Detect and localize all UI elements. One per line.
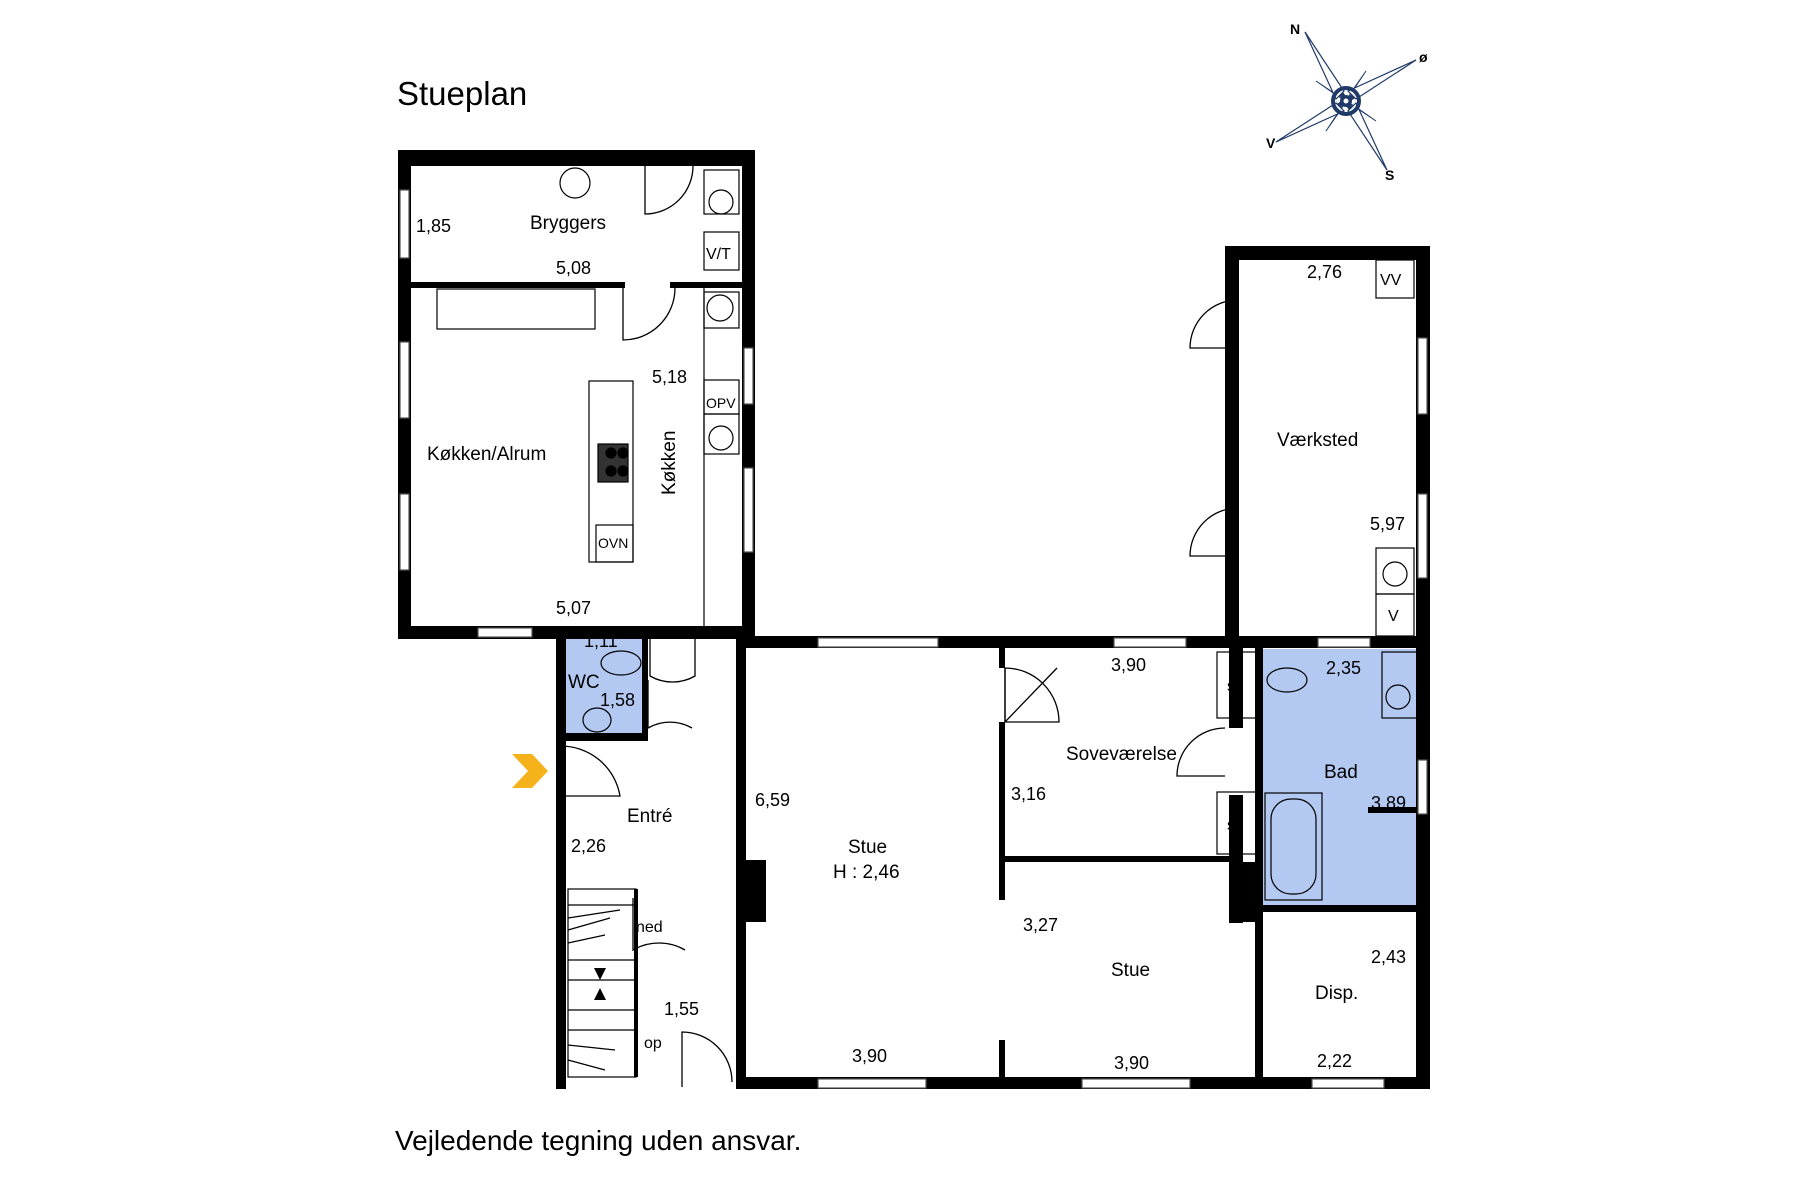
fixture-label-v: V [1388, 608, 1399, 625]
compass-west-label: V [1266, 135, 1276, 151]
compass-icon: N ø S V [1266, 21, 1428, 183]
room-label-wc: WC [568, 672, 600, 693]
walls [398, 150, 1430, 1089]
dim-disp-width: 2,22 [1317, 1051, 1352, 1071]
compass-east-label: ø [1419, 49, 1428, 65]
wc-floor [562, 633, 644, 733]
entrance-arrow-icon [512, 754, 548, 788]
room-label-vaerksted: Værksted [1277, 430, 1358, 451]
stair-label-down: ned [636, 919, 663, 936]
dim-sove-depth: 3,16 [1011, 784, 1046, 804]
room-label-disp: Disp. [1315, 983, 1358, 1004]
windows [399, 189, 1428, 1089]
dim-vaerksted-depth: 5,97 [1370, 514, 1405, 534]
dim-stue2-depth: 3,27 [1023, 915, 1058, 935]
dim-bryggers-depth: 1,85 [416, 216, 451, 236]
fixture-label-vt: V/T [706, 246, 731, 263]
dim-stue2-width: 3,90 [1114, 1053, 1149, 1073]
fixture-label-sk-2: sk [1227, 817, 1244, 834]
disclaimer-text: Vejledende tegning uden ansvar. [395, 1125, 801, 1156]
room-label-bryggers: Bryggers [530, 213, 606, 234]
room-label-kokken-alrum: Køkken/Alrum [427, 444, 546, 465]
room-label-bad: Bad [1324, 762, 1358, 783]
dim-entre-width: 2,26 [571, 836, 606, 856]
room-label-stue-height: H : 2,46 [833, 862, 900, 883]
room-label-entre: Entré [627, 806, 672, 827]
stair-label-up: op [644, 1035, 662, 1052]
dim-stair-width: 1,55 [664, 999, 699, 1019]
doors [559, 165, 1239, 1087]
dim-bryggers-width: 5,08 [556, 258, 591, 278]
dim-wc-width: 1,11 [584, 631, 618, 651]
room-label-stue-small: Stue [1111, 960, 1150, 981]
dim-wc-depth: 1,58 [600, 690, 635, 710]
stair-direction-arrows [594, 968, 606, 1000]
fixture-label-vv: VV [1380, 272, 1402, 289]
dim-stue-width: 3,90 [852, 1046, 887, 1066]
plan-title: Stueplan [397, 75, 527, 112]
dim-vaerksted-width: 2,76 [1307, 262, 1342, 282]
dim-sove-width: 3,90 [1111, 655, 1146, 675]
room-label-kokken: Køkken [659, 431, 680, 495]
fixture-label-ovn: OVN [598, 535, 628, 551]
dim-kokken-length: 5,18 [652, 367, 687, 387]
dim-bad-width: 2,35 [1326, 658, 1361, 678]
room-label-stue: Stue [848, 837, 887, 858]
staircase [567, 888, 638, 1078]
compass-north-label: N [1290, 21, 1300, 37]
room-label-sovevaerelse: Soveværelse [1066, 744, 1177, 765]
fixture-details [559, 167, 1411, 895]
fixture-label-sk-1: sk [1227, 678, 1244, 695]
fixture-label-opv: OPV [706, 395, 736, 411]
compass-south-label: S [1385, 167, 1394, 183]
dim-disp-depth: 2,43 [1371, 947, 1406, 967]
dim-kokken-width: 5,07 [556, 598, 591, 618]
dim-bad-depth: 3,89 [1371, 793, 1406, 813]
dim-stue-depth: 6,59 [755, 790, 790, 810]
